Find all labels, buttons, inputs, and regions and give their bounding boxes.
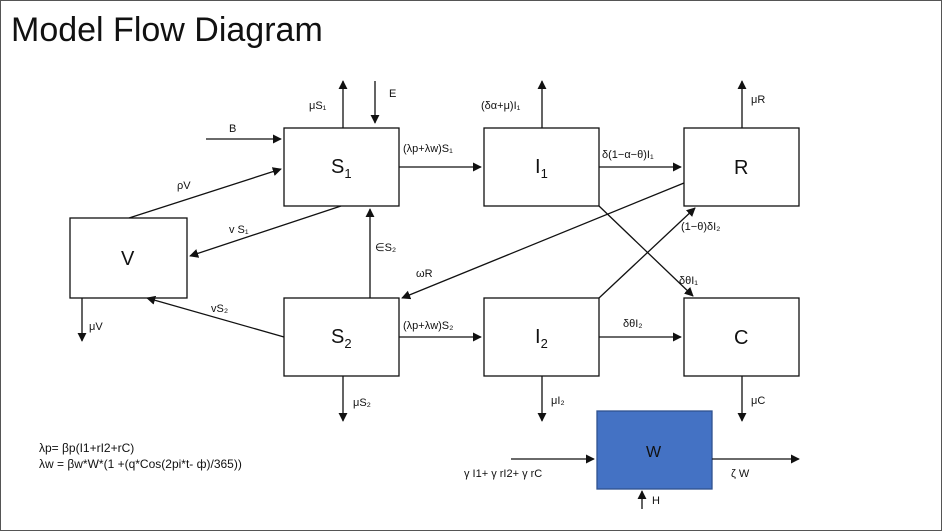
node-r-box <box>683 127 800 207</box>
label-mu-i2: μI₂ <box>551 395 565 407</box>
label-zeta-w: ζ W <box>731 468 750 480</box>
label-delta-i1-r: δ(1−α−θ)I₁ <box>602 149 654 161</box>
label-delta-theta-i1: δθI₁ <box>679 275 698 287</box>
equation-lambda-w: λw = βw*W*(1 +(q*Cos(2pi*t- ф)/365)) <box>39 457 242 471</box>
node-s1-box <box>283 127 400 207</box>
arrow-v-to-s1 <box>128 167 282 219</box>
slide-title: Model Flow Diagram <box>11 11 323 49</box>
node-w-label: W <box>646 444 662 461</box>
arrow-s2-to-v <box>146 295 285 338</box>
label-v-s1: v S₁ <box>229 224 249 236</box>
label-epsilon-s2: ∈S₂ <box>375 242 396 254</box>
label-delta-alpha-mu: (δα+μ)I₁ <box>481 100 521 112</box>
node-i2-label: I2 <box>535 326 548 351</box>
arrow-i1-to-c <box>598 205 694 297</box>
label-gamma: γ I1+ γ rI2+ γ rC <box>464 468 542 480</box>
label-e: E <box>389 88 396 100</box>
label-b: B <box>229 123 236 135</box>
label-mu-r: μR <box>751 94 765 106</box>
label-mu-s1: μS₁ <box>309 100 327 112</box>
node-s2-box <box>283 297 400 377</box>
label-lambda-s2: (λp+λw)S₂ <box>403 320 453 332</box>
label-mu-s2: μS₂ <box>353 397 371 409</box>
label-mu-c: μC <box>751 395 765 407</box>
node-r-label: R <box>734 157 748 179</box>
node-s1-label: S1 <box>331 156 352 181</box>
node-i1-label: I1 <box>535 156 548 181</box>
arrow-i2-to-r <box>598 207 696 299</box>
label-omega-r: ωR <box>416 268 433 280</box>
node-c-label: C <box>734 327 748 349</box>
node-c-box <box>683 297 800 377</box>
label-mu-v: μV <box>89 321 103 333</box>
label-lambda-s1: (λp+λw)S₁ <box>403 143 453 155</box>
arrow-s1-to-v <box>189 205 342 258</box>
arrow-r-to-s2 <box>401 182 685 300</box>
label-v-s2: vS₂ <box>211 303 228 315</box>
node-v-box <box>69 217 188 299</box>
label-h: H <box>652 495 660 507</box>
label-one-minus-theta: (1−θ)δI₂ <box>681 221 720 233</box>
node-v-label: V <box>121 248 135 270</box>
label-delta-theta-i2: δθI₂ <box>623 318 643 330</box>
label-rho-v: ρV <box>177 180 191 192</box>
node-s2-label: S2 <box>331 326 352 351</box>
equation-lambda-p: λp= βp(I1+rI2+rC) <box>39 441 134 455</box>
node-w-box <box>596 410 713 490</box>
